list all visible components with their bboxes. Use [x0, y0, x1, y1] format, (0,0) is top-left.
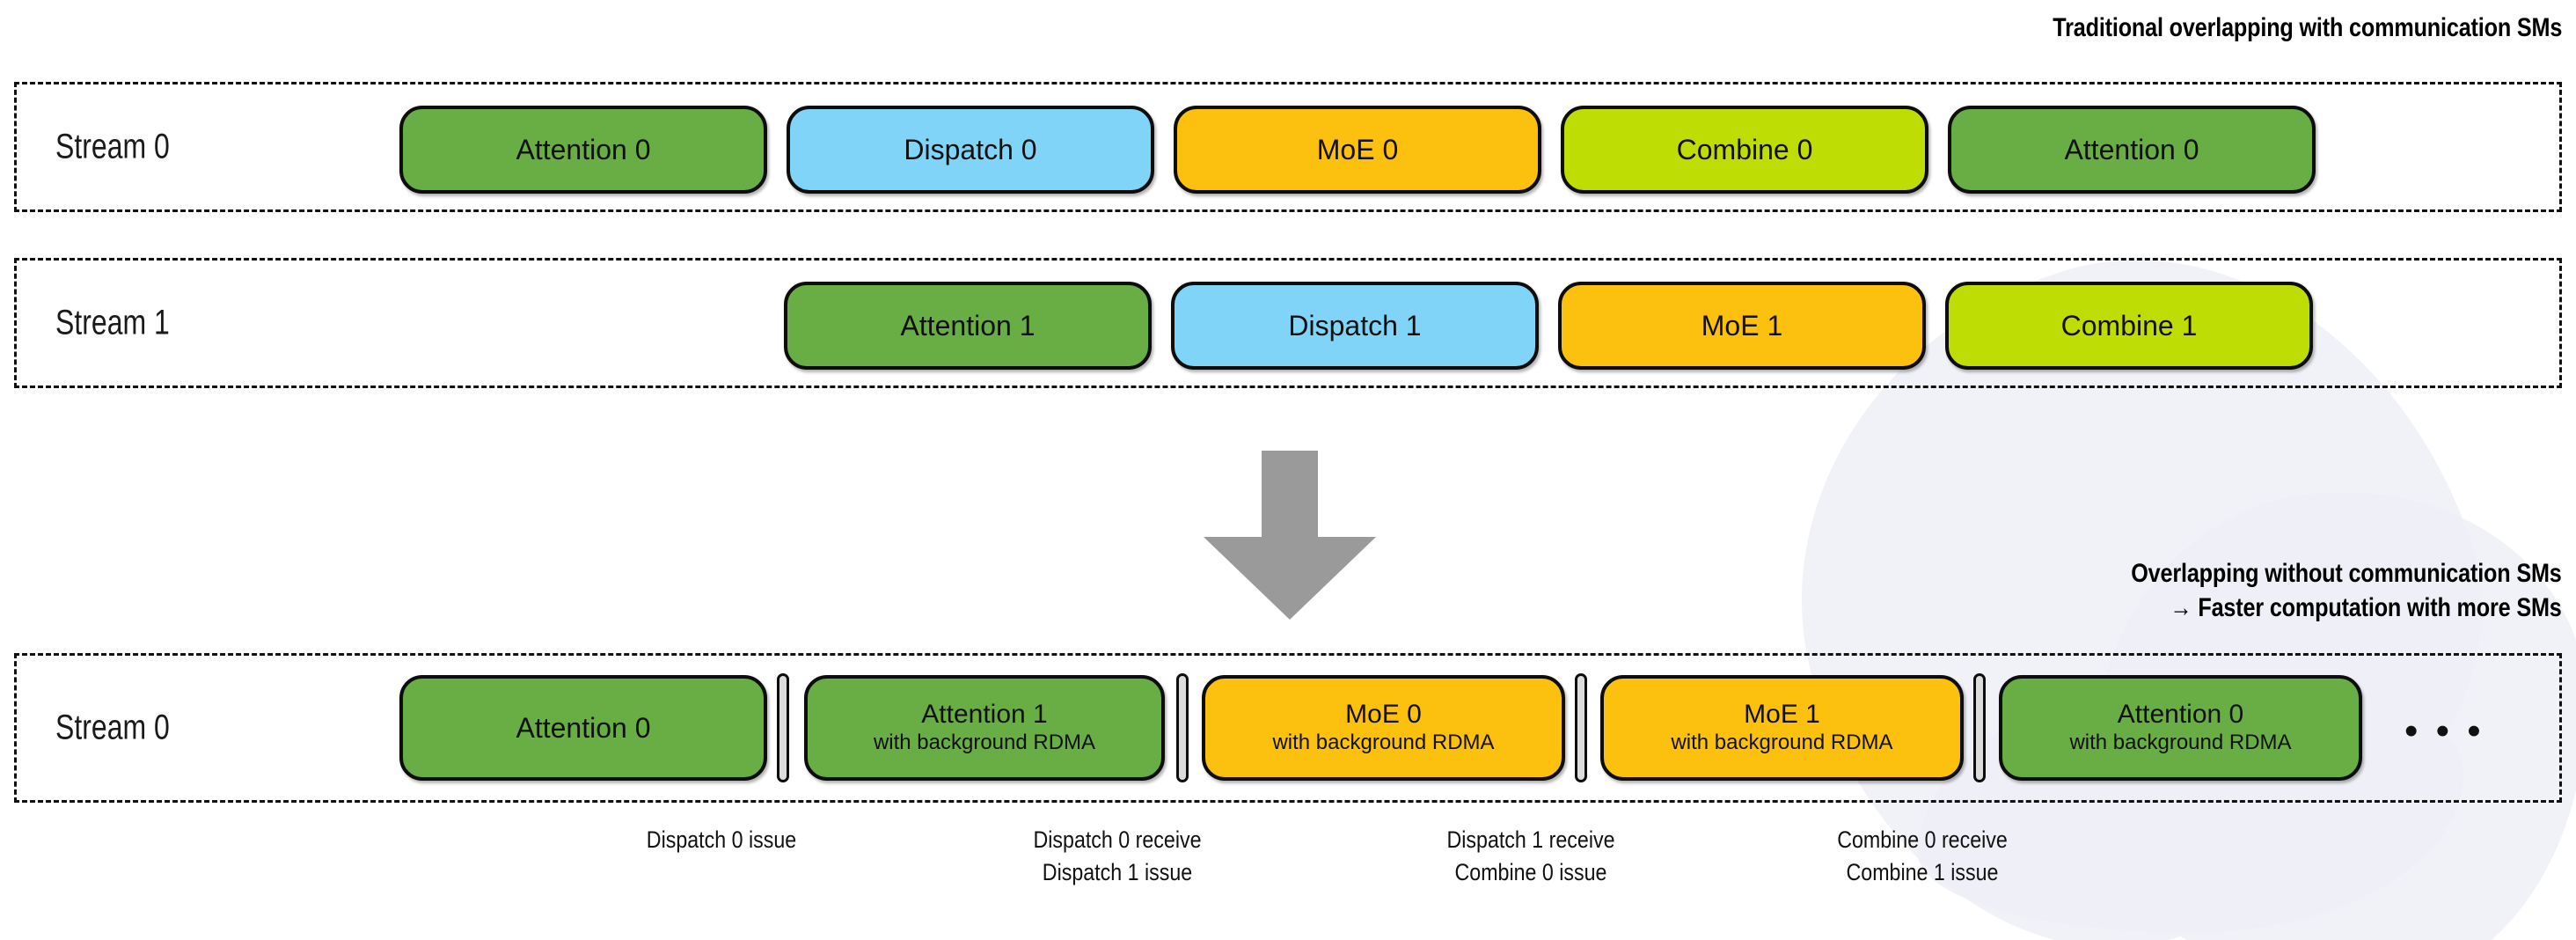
block-separator-3 [1973, 673, 1986, 782]
traditional-stream-0-block-0[interactable]: Attention 0 [399, 106, 767, 194]
optimized-title-line-2: → Faster computation with more SMs [2170, 593, 2562, 622]
traditional-stream-1-block-1-title: Dispatch 1 [1288, 309, 1422, 341]
traditional-stream-0-label: Stream 0 [55, 127, 170, 166]
traditional-stream-0-block-4[interactable]: Attention 0 [1948, 106, 2316, 194]
traditional-stream-0-block-2-title: MoE 0 [1316, 133, 1399, 165]
traditional-stream-1-track: Stream 1 Attention 1 Dispatch 1 MoE 1 Combin… [14, 258, 2562, 388]
traditional-stream-0-block-3[interactable]: Combine 0 [1561, 106, 1928, 194]
traditional-stream-0-track: Stream 0 Attention 0 Dispatch 0 MoE 0 Combin… [14, 82, 2562, 212]
optimized-stream-0-block-2-title: MoE 0 [1345, 700, 1422, 730]
traditional-section-title: Traditional overlapping with communicati… [2053, 13, 2562, 42]
event-caption-2-line-2: Combine 0 issue [1454, 858, 1607, 885]
block-separator-0 [777, 673, 789, 782]
optimized-stream-0-block-1-subtitle: with background RDMA [873, 730, 1096, 754]
optimized-section-title: Overlapping without communication SMs → … [2131, 556, 2563, 625]
traditional-stream-0-block-2[interactable]: MoE 0 [1174, 106, 1541, 194]
traditional-stream-1-block-2-title: MoE 1 [1701, 309, 1783, 341]
traditional-stream-1-block-0[interactable]: Attention 1 [784, 282, 1152, 370]
traditional-stream-1-block-3[interactable]: Combine 1 [1945, 282, 2313, 370]
optimized-stream-0-block-1-title: Attention 1 [921, 700, 1048, 730]
traditional-stream-1-block-1[interactable]: Dispatch 1 [1171, 282, 1539, 370]
optimized-stream-0-block-3-title: MoE 1 [1744, 700, 1820, 730]
block-separator-2 [1575, 673, 1587, 782]
optimized-title-line-1: Overlapping without communication SMs [2131, 559, 2563, 588]
traditional-stream-0-block-4-title: Attention 0 [2064, 133, 2199, 165]
traditional-stream-1-label: Stream 1 [55, 303, 170, 342]
event-caption-2-line-1: Dispatch 1 receive [1446, 826, 1615, 853]
event-caption-0-line-1: Dispatch 0 issue [646, 826, 797, 853]
continuation-ellipsis: • • • [2404, 709, 2485, 753]
traditional-stream-0-block-1-title: Dispatch 0 [904, 133, 1037, 165]
traditional-stream-1-block-2[interactable]: MoE 1 [1558, 282, 1926, 370]
event-caption-3-line-1: Combine 0 receive [1837, 826, 2008, 853]
event-caption-3-line-2: Combine 1 issue [1846, 858, 1999, 885]
optimized-stream-0-block-0-title: Attention 0 [516, 711, 651, 744]
event-caption-1-line-2: Dispatch 1 issue [1042, 858, 1193, 885]
optimized-stream-0-block-4-title: Attention 0 [2117, 700, 2244, 730]
optimized-stream-0-block-3-subtitle: with background RDMA [1671, 730, 1893, 754]
optimized-stream-0-block-2-subtitle: with background RDMA [1272, 730, 1495, 754]
traditional-stream-1-block-0-title: Attention 1 [900, 309, 1036, 341]
down-arrow-icon [1204, 451, 1376, 620]
optimized-stream-0-block-4-subtitle: with background RDMA [2069, 730, 2292, 754]
traditional-stream-1-block-3-title: Combine 1 [2060, 309, 2198, 341]
block-separator-1 [1176, 673, 1189, 782]
optimized-stream-0-block-0[interactable]: Attention 0 [399, 675, 767, 781]
traditional-stream-0-block-1[interactable]: Dispatch 0 [787, 106, 1154, 194]
event-caption-1-line-1: Dispatch 0 receive [1033, 826, 1202, 853]
traditional-stream-0-block-3-title: Combine 0 [1676, 133, 1813, 165]
event-caption-0: Dispatch 0 issue [562, 824, 880, 856]
traditional-stream-0-block-0-title: Attention 0 [516, 133, 651, 165]
optimized-stream-0-label: Stream 0 [55, 708, 170, 747]
